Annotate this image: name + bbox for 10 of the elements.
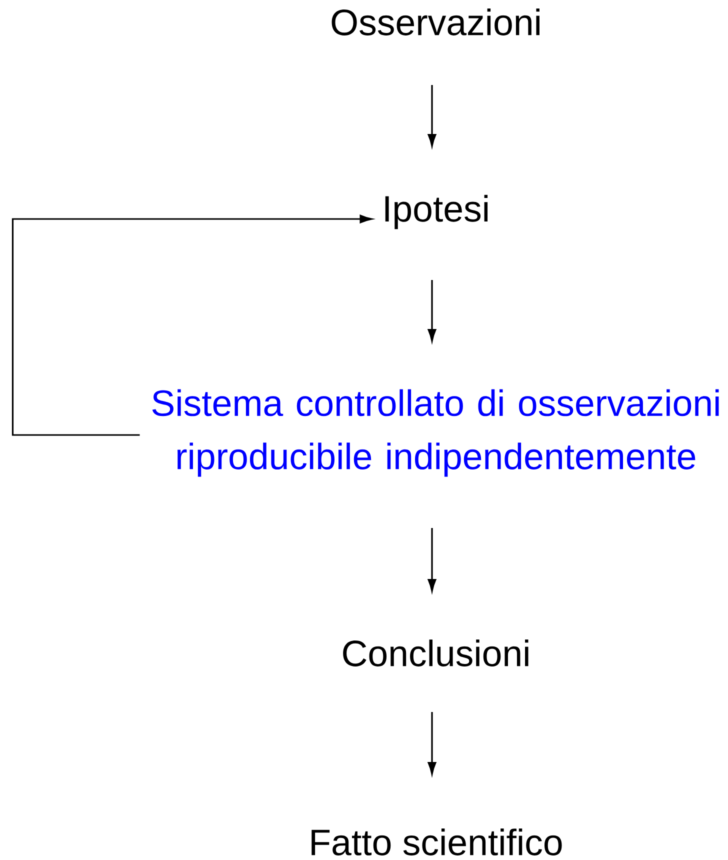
- text-label: Sistema controllato di osservazioni riproducibile indipendentemente: [152, 389, 719, 477]
- arrow: [428, 85, 436, 147]
- text-label: Fatto scientifico: [312, 828, 562, 856]
- text-label: Ipotesi: [385, 194, 488, 230]
- arrow: [428, 280, 436, 342]
- arrow: [428, 712, 436, 775]
- text-label: Conclusioni: [343, 640, 528, 666]
- text-label: Osservazioni: [332, 8, 540, 36]
- arrow: [428, 528, 436, 592]
- feedback-arrow: [12, 214, 372, 436]
